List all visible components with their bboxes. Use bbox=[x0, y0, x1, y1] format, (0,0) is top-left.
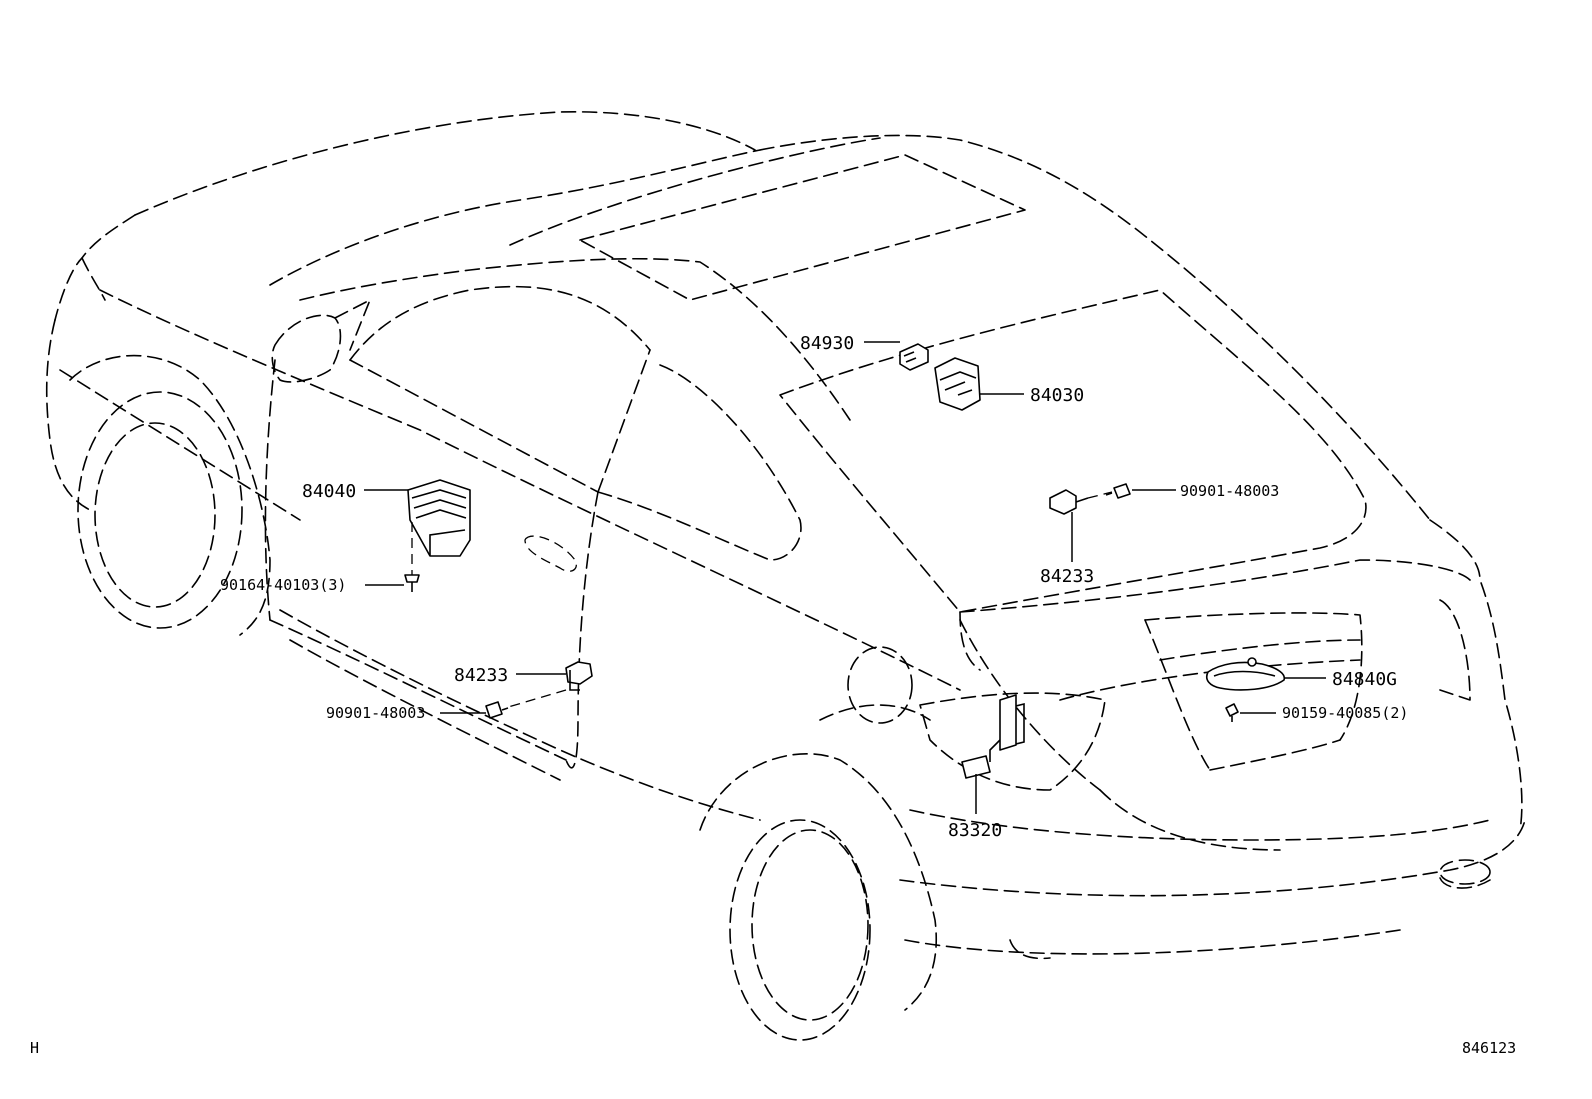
opener-switch-84840G-icon bbox=[1205, 657, 1286, 691]
part-label-84233-right: 84233 bbox=[1040, 566, 1094, 587]
part-label-84030: 84030 bbox=[1030, 385, 1084, 406]
switch-84930-icon bbox=[899, 343, 929, 371]
part-label-84233-left: 84233 bbox=[454, 665, 508, 686]
corner-mark: H bbox=[30, 1039, 39, 1057]
screw-90901-left-icon bbox=[485, 701, 509, 719]
part-label-84930: 84930 bbox=[800, 333, 854, 354]
leader-lines bbox=[364, 341, 1326, 814]
part-label-90901-48003-left: 90901-48003 bbox=[326, 704, 425, 722]
part-label-90901-48003-right: 90901-48003 bbox=[1180, 482, 1279, 500]
courtesy-switch-84233-left-icon bbox=[504, 661, 593, 709]
part-label-83320: 83320 bbox=[948, 820, 1002, 841]
screw-90164-icon bbox=[404, 522, 420, 592]
switch-84030-icon bbox=[934, 357, 981, 411]
power-window-switch-84040-icon bbox=[407, 479, 471, 557]
part-label-90164-40103: 90164-40103(3) bbox=[220, 576, 346, 594]
part-label-84840G: 84840G bbox=[1332, 669, 1397, 690]
part-label-84040: 84040 bbox=[302, 481, 356, 502]
courtesy-switch-84233-right-icon bbox=[1049, 489, 1113, 515]
figure-number: 846123 bbox=[1462, 1039, 1516, 1057]
screw-90159-icon bbox=[1225, 703, 1239, 722]
fuel-lid-opener-83320-icon bbox=[961, 694, 1025, 779]
screw-90901-right-icon bbox=[1105, 483, 1131, 499]
part-label-90159-40085: 90159-40085(2) bbox=[1282, 704, 1408, 722]
